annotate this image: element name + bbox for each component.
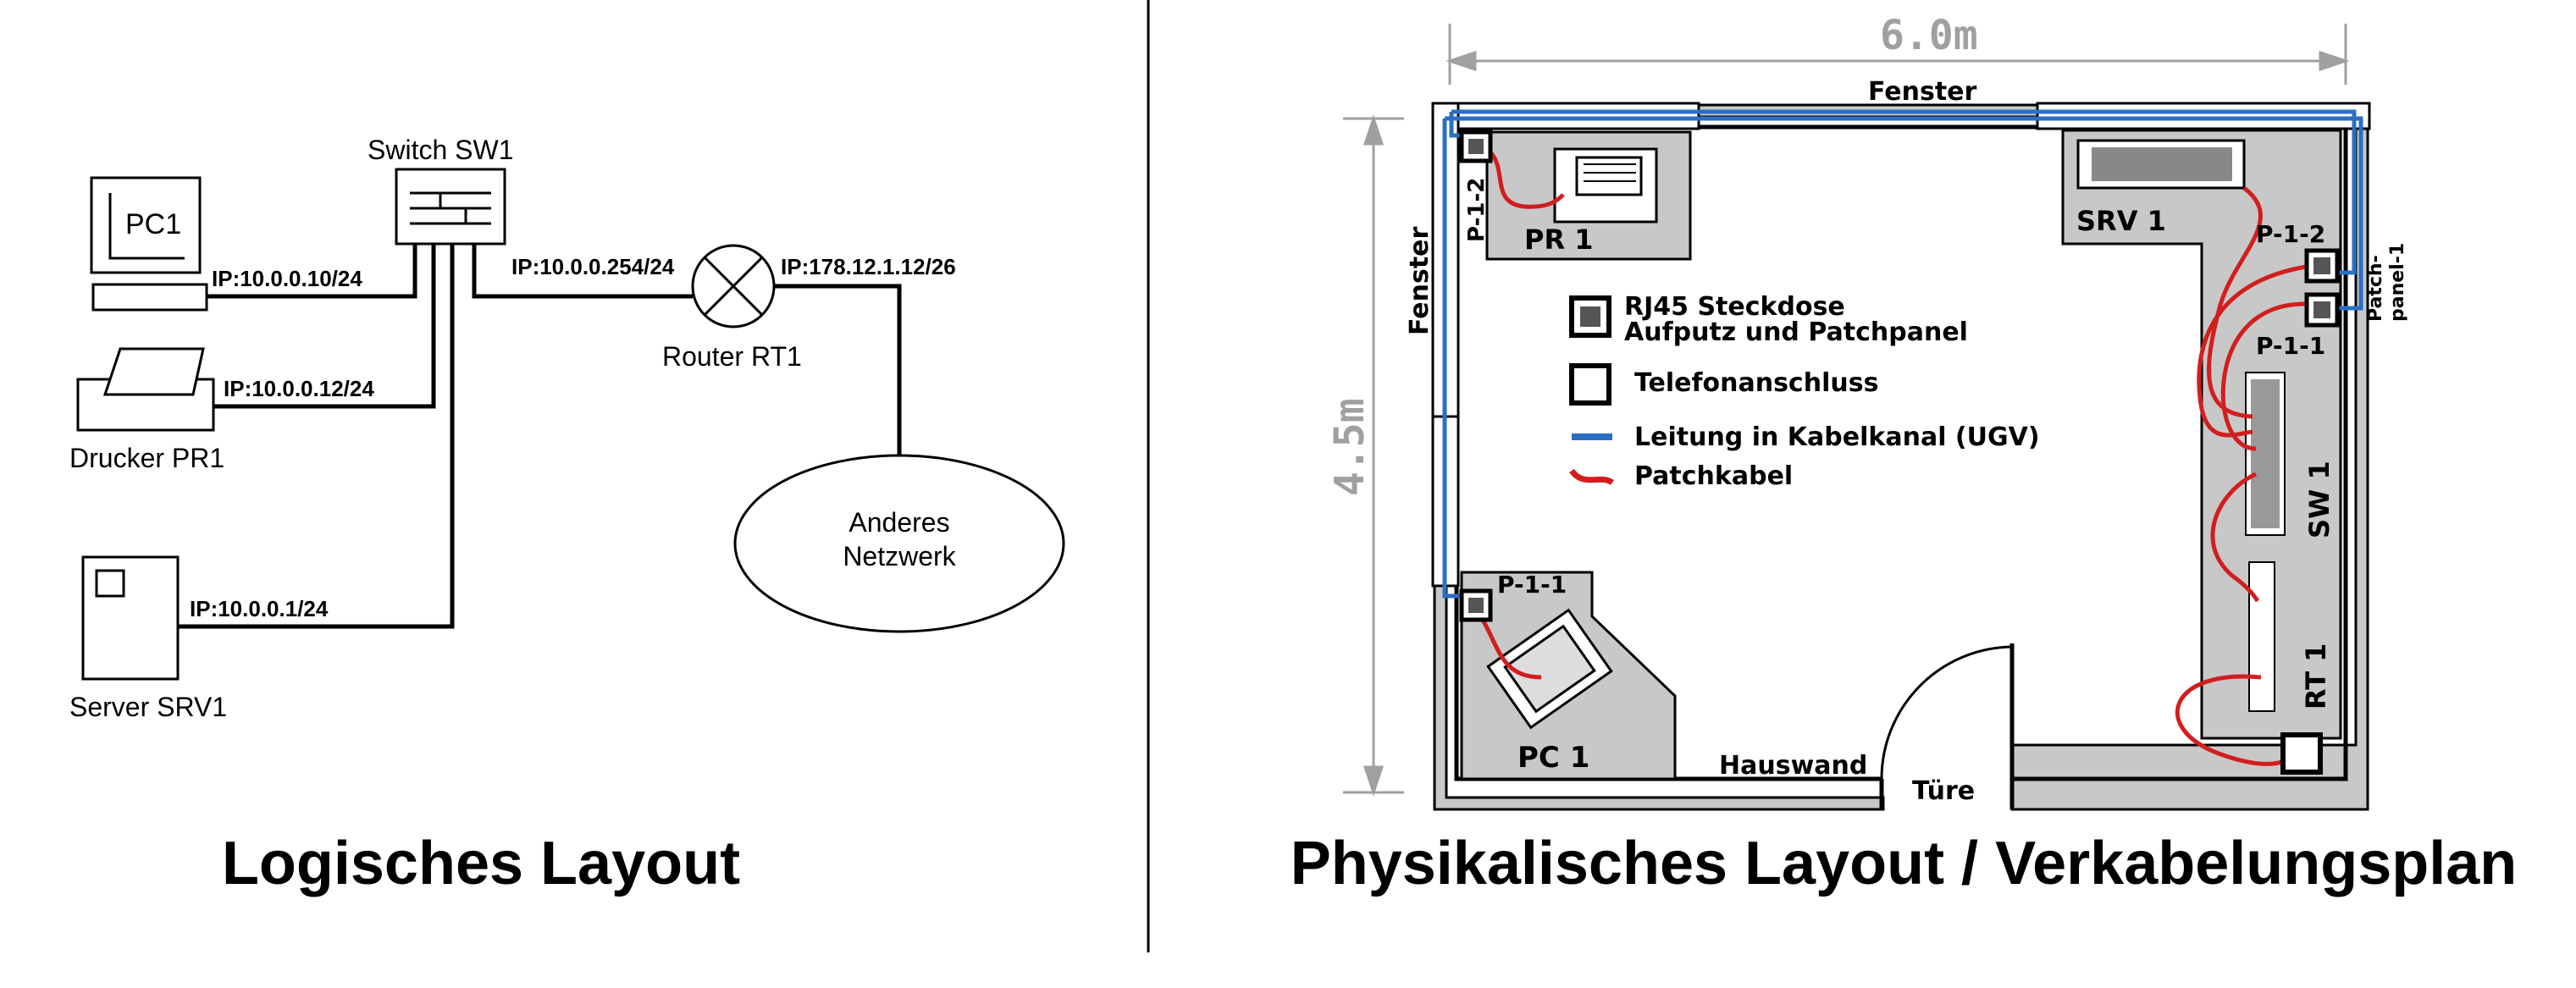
router-label: Router RT1 bbox=[662, 341, 802, 372]
printer-pr1-icon bbox=[1553, 147, 1658, 224]
window-top-label: Fenster bbox=[1868, 77, 1977, 107]
patch-cables bbox=[1476, 151, 2319, 766]
legend-rj45-2: Aufputz und Patchpanel bbox=[1624, 317, 1968, 347]
phone-socket bbox=[2280, 732, 2323, 775]
cable-pc-switch bbox=[207, 244, 417, 299]
duct-cables bbox=[1442, 109, 2363, 599]
router-rt1-icon bbox=[2248, 561, 2275, 712]
switch-sw1-icon bbox=[395, 168, 506, 246]
pr1-label: PR 1 bbox=[1524, 224, 1594, 256]
legend bbox=[1569, 295, 1615, 486]
legend-patch: Patchkabel bbox=[1634, 461, 1793, 491]
port-p12-left-label: P-1-2 bbox=[1464, 178, 1490, 242]
sw1-label: SW 1 bbox=[2303, 461, 2336, 538]
pc1-icon bbox=[1486, 608, 1613, 730]
server-label: Server SRV1 bbox=[69, 692, 227, 722]
window-left-label: Fenster bbox=[1405, 226, 1434, 335]
pc1-label: PC1 bbox=[125, 208, 181, 240]
port-p11-left-label: P-1-1 bbox=[1497, 571, 1567, 599]
logical-caption: Logisches Layout bbox=[222, 830, 740, 897]
height-dimension: 4.5m bbox=[1326, 398, 1374, 496]
srv1-label: SRV 1 bbox=[2076, 205, 2166, 237]
cable-switch-router bbox=[472, 244, 693, 299]
cable-server-switch bbox=[178, 244, 455, 629]
rj45-sockets bbox=[1459, 130, 2340, 775]
printer-label: Drucker PR1 bbox=[69, 443, 224, 473]
patch-panel-label-1: Patch- bbox=[2365, 255, 2386, 322]
ip-router-in-label: IP:10.0.0.254/24 bbox=[511, 254, 675, 279]
width-dimension: 6.0m bbox=[1880, 12, 1978, 59]
wall-label: Hauswand bbox=[1719, 751, 1867, 781]
ip-pc-label: IP:10.0.0.10/24 bbox=[212, 266, 362, 291]
dimensions bbox=[1343, 24, 2350, 797]
door-arc bbox=[1880, 645, 2013, 780]
rt1-label: RT 1 bbox=[2300, 643, 2332, 709]
printer-pr1-icon bbox=[76, 347, 215, 432]
legend-phone: Telefonanschluss bbox=[1634, 368, 1878, 398]
switch-sw1-icon bbox=[2245, 372, 2286, 536]
ip-router-out-label: IP:178.12.1.12/26 bbox=[781, 254, 956, 279]
switch-label: Switch SW1 bbox=[368, 135, 513, 165]
ip-server-label: IP:10.0.0.1/24 bbox=[190, 596, 329, 621]
patch-panel-label-2: panel-1 bbox=[2387, 243, 2408, 322]
pc1-icon bbox=[90, 176, 208, 312]
network-label-2: Netzwerk bbox=[843, 541, 956, 571]
logical-layout bbox=[76, 168, 1065, 681]
door-label: Türe bbox=[1912, 776, 1975, 806]
server-srv1-icon bbox=[2076, 139, 2246, 190]
cable-printer-switch bbox=[213, 244, 436, 409]
ip-printer-label: IP:10.0.0.12/24 bbox=[224, 376, 374, 401]
pc1-label: PC 1 bbox=[1517, 741, 1589, 775]
physical-caption: Physikalisches Layout / Verkabelungsplan bbox=[1291, 830, 2518, 897]
port-p11-right-label: P-1-1 bbox=[2256, 332, 2325, 360]
network-label-1: Anderes bbox=[849, 507, 949, 538]
port-p12-right-label: P-1-2 bbox=[2256, 220, 2325, 248]
legend-duct: Leitung in Kabelkanal (UGV) bbox=[1634, 422, 2040, 452]
physical-layout: 6.0m 4.5m bbox=[1326, 12, 2371, 811]
cable-router-network bbox=[774, 284, 902, 455]
router-rt1-icon bbox=[691, 244, 776, 328]
server-srv1-icon bbox=[81, 555, 180, 681]
legend-rj45-1: RJ45 Steckdose bbox=[1624, 292, 1845, 322]
